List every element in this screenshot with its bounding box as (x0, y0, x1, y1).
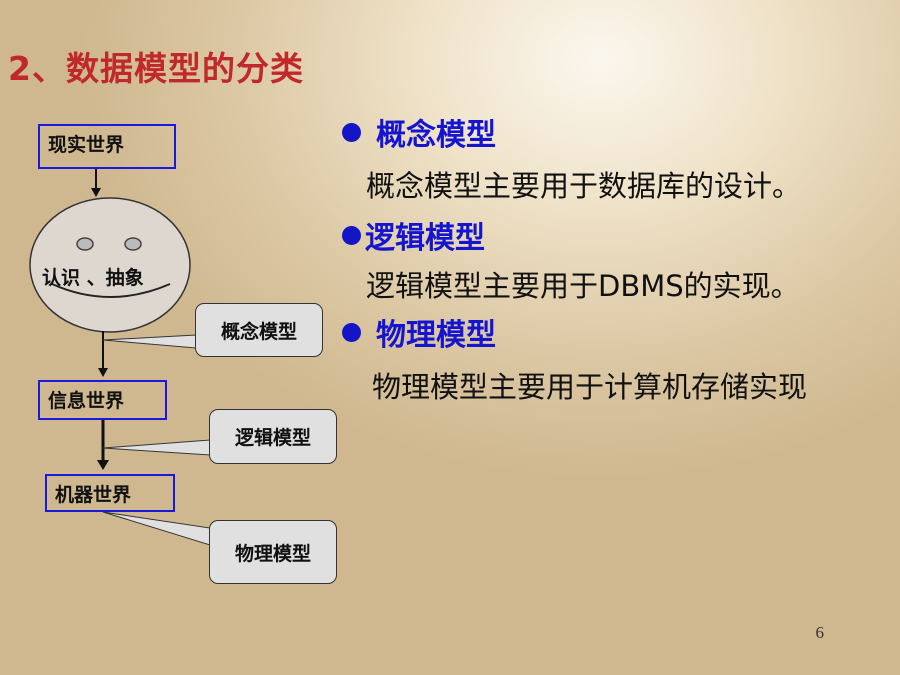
callout-conceptual-label: 概念模型 (220, 320, 297, 343)
page-number: 6 (815, 623, 825, 642)
bullet-dot-icon (342, 225, 361, 245)
bullet-heading: 逻辑模型 (365, 221, 485, 256)
bullet-body: 概念模型主要用于数据库的设计。 (366, 169, 802, 203)
callout-logical: 逻辑模型 (209, 409, 337, 464)
real-world-box: 现实世界 (38, 124, 176, 169)
real-world-label: 现实世界 (48, 134, 125, 156)
info-world-label: 信息世界 (48, 390, 125, 412)
machine-world-box: 机器世界 (45, 474, 175, 512)
bullet-body: 逻辑模型主要用于DBMS的实现。 (366, 269, 800, 303)
callout-logical-label: 逻辑模型 (234, 427, 311, 449)
bullet-heading: 物理模型 (376, 318, 496, 353)
bullet-physical: 物理模型 (342, 310, 496, 354)
callout-physical-label: 物理模型 (234, 542, 311, 565)
bullet-dot-icon (342, 322, 361, 342)
bullet-dot-icon (342, 122, 361, 142)
bullet-conceptual: 概念模型 (342, 110, 496, 154)
machine-world-label: 机器世界 (55, 484, 132, 506)
face-shape (29, 197, 191, 333)
callout-physical: 物理模型 (209, 520, 337, 584)
slide-title: 2、数据模型的分类 (8, 49, 304, 88)
info-world-box: 信息世界 (38, 380, 167, 420)
abstraction-label: 认识 、抽象 (42, 267, 144, 289)
bullet-heading: 概念模型 (376, 118, 496, 153)
bullet-logical: 逻辑模型 (342, 213, 485, 257)
callout-conceptual: 概念模型 (195, 303, 323, 357)
bullet-body: 物理模型主要用于计算机存储实现 (372, 370, 808, 404)
